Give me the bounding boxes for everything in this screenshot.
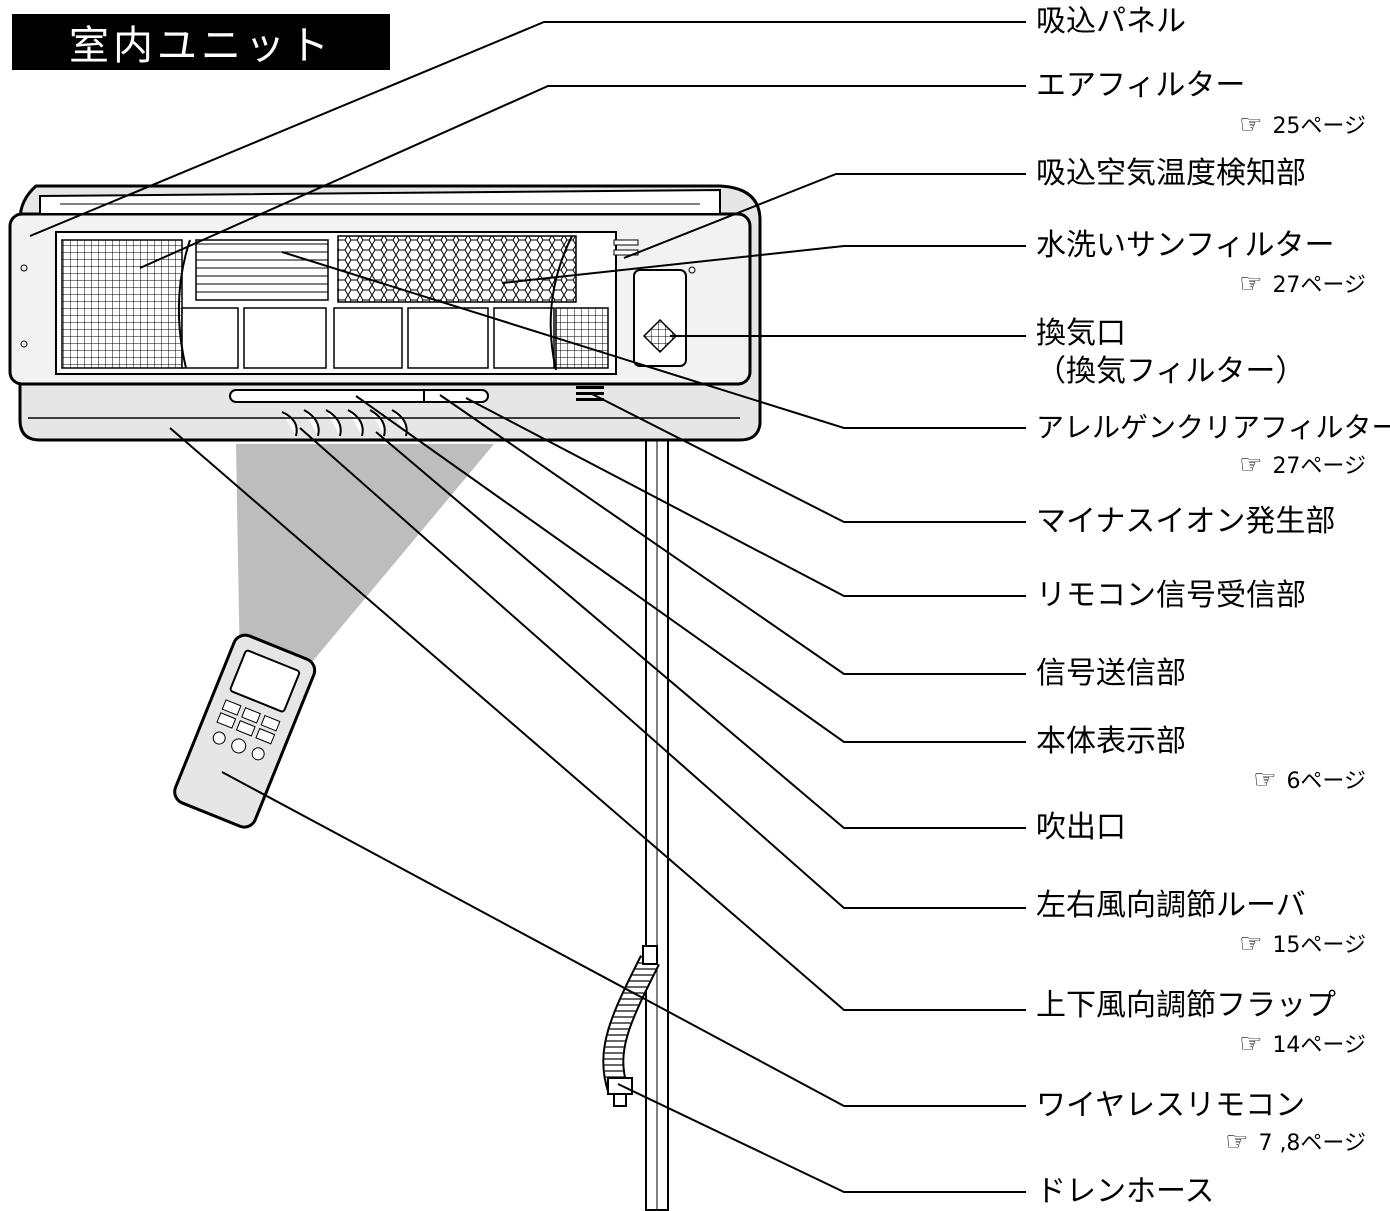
label-air-outlet: 吹出口 xyxy=(1036,810,1126,845)
label-remote-signal-receiver: リモコン信号受信部 xyxy=(1036,578,1306,613)
pointing-hand-icon: ☞ xyxy=(1239,929,1263,959)
leader-lines xyxy=(29,21,1026,1193)
pointing-hand-icon: ☞ xyxy=(1253,765,1277,795)
ref-washable-sun-filter: ☞27ページ xyxy=(1239,269,1366,299)
label-intake-temp-sensor: 吸込空気温度検知部 xyxy=(1036,156,1306,191)
label-air-filter: エアフィルター xyxy=(1036,68,1246,103)
label-suction-panel: 吸込パネル xyxy=(1036,4,1186,39)
label-minus-ion-generator: マイナスイオン発生部 xyxy=(1036,504,1336,539)
airflow-beam xyxy=(236,444,494,674)
ref-ud-flap: ☞14ページ xyxy=(1239,1029,1366,1059)
ref-lr-louver: ☞15ページ xyxy=(1239,929,1366,959)
label-washable-sun-filter: 水洗いサンフィルター xyxy=(1036,228,1335,263)
label-signal-transmitter: 信号送信部 xyxy=(1036,656,1186,691)
pointing-hand-icon: ☞ xyxy=(1239,1029,1263,1059)
label-ventilation-port: 換気口 xyxy=(1036,316,1126,351)
section-title: 室内ユニット xyxy=(12,14,390,70)
ref-allergen-clear-filter: ☞27ページ xyxy=(1239,450,1366,480)
wireless-remote-illustration xyxy=(173,633,317,829)
ref-air-filter: ☞25ページ xyxy=(1239,110,1366,140)
pointing-hand-icon: ☞ xyxy=(1239,269,1263,299)
indoor-unit-body xyxy=(8,184,762,442)
pointing-hand-icon: ☞ xyxy=(1225,1127,1249,1157)
label-wireless-remote: ワイヤレスリモコン xyxy=(1036,1088,1306,1123)
label-drain-hose: ドレンホース xyxy=(1036,1174,1215,1209)
ref-wireless-remote: ☞7 ,8ページ xyxy=(1225,1127,1366,1157)
pointing-hand-icon: ☞ xyxy=(1239,110,1263,140)
ref-unit-display: ☞6ページ xyxy=(1253,765,1366,795)
label-unit-display: 本体表示部 xyxy=(1036,724,1186,759)
label-lr-louver: 左右風向調節ルーバ xyxy=(1036,888,1306,923)
label-allergen-clear-filter: アレルゲンクリアフィルター xyxy=(1036,411,1390,444)
pointing-hand-icon: ☞ xyxy=(1239,450,1263,480)
label-ventilation-filter: （換気フィルター） xyxy=(1036,354,1306,389)
label-ud-flap: 上下風向調節フラップ xyxy=(1036,988,1336,1023)
